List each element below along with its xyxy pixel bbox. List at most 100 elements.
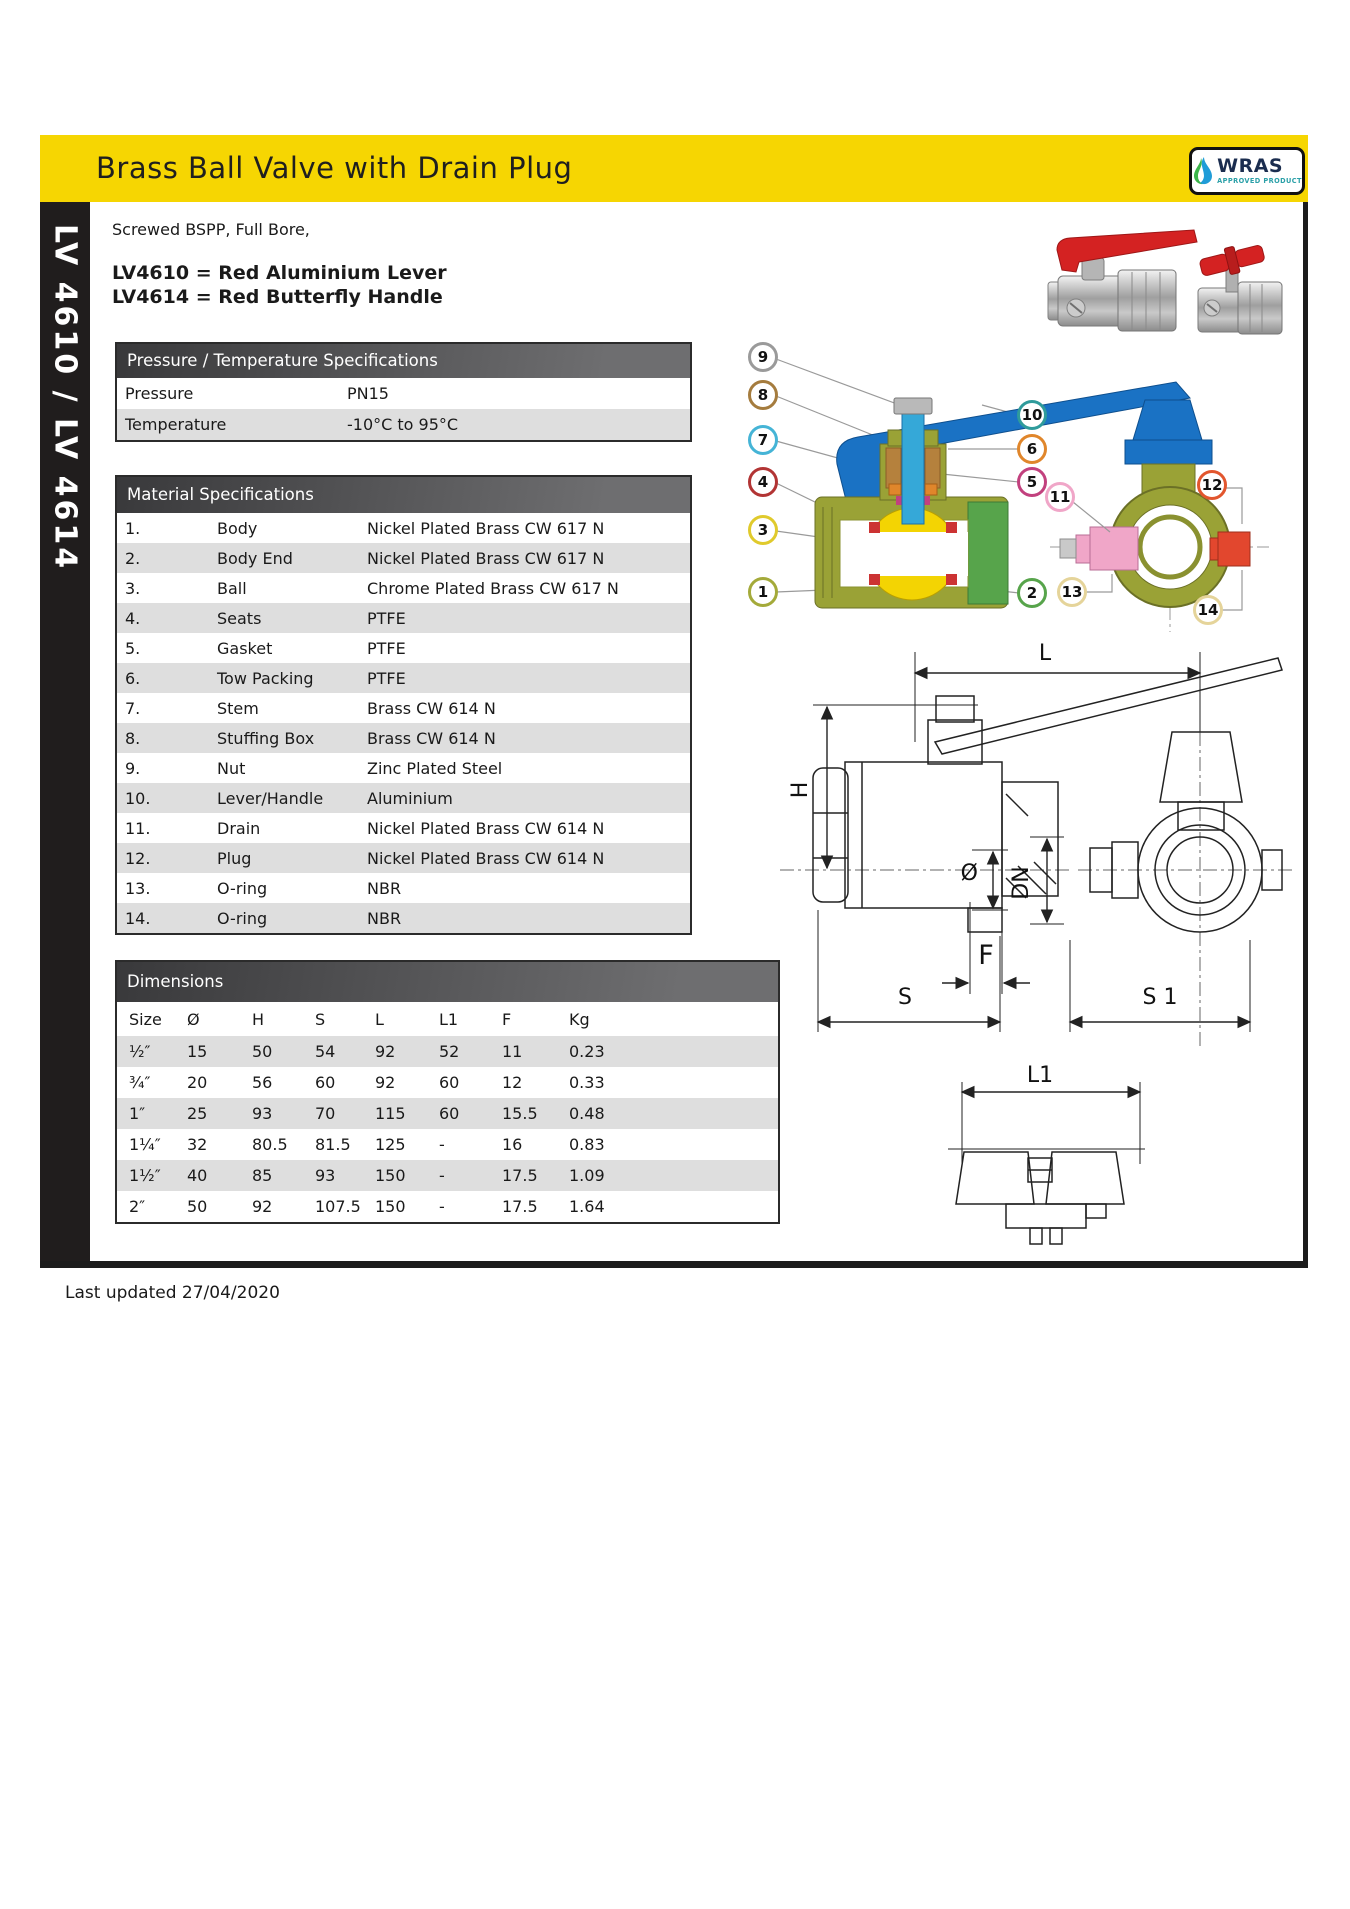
part-name: Body — [217, 518, 258, 538]
photo-butterfly-valve — [1197, 245, 1283, 335]
callout-bubbles: 1 2 3 4 5 6 7 8 9 10 11 12 13 14 — [748, 342, 1227, 625]
label-L: L — [1039, 641, 1052, 666]
plug-part — [1217, 531, 1251, 567]
dim-cell: 93 — [315, 1166, 336, 1185]
end-view-diagram — [1050, 399, 1270, 632]
cutaway-diagram — [775, 358, 1191, 609]
part-num: 14. — [125, 908, 151, 928]
part-name: Ball — [217, 578, 247, 598]
dim-cell: 1″ — [129, 1104, 146, 1123]
dim-cell: 80.5 — [252, 1135, 288, 1154]
callout-1: 1 — [758, 583, 768, 601]
dim-cell: 17.5 — [502, 1166, 538, 1185]
label-dia: Ø — [961, 861, 978, 886]
part-name: O-ring — [217, 878, 268, 898]
model-lv4610-line: LV4610 = Red Aluminium Lever — [112, 262, 447, 284]
part-material: NBR — [367, 908, 402, 928]
part-material: Chrome Plated Brass CW 617 N — [367, 578, 619, 598]
dim-cell: 1¼″ — [129, 1135, 161, 1154]
dim-cell: - — [439, 1166, 445, 1185]
dim-cell: 2″ — [129, 1197, 146, 1216]
dim-cell: 16 — [502, 1135, 523, 1154]
dim-cell: 60 — [439, 1073, 460, 1092]
dim-cell: 50 — [187, 1197, 208, 1216]
dim-cell: 52 — [439, 1042, 460, 1061]
dim-cell: 92 — [375, 1042, 396, 1061]
part-num: 11. — [125, 818, 151, 838]
wras-approval-badge: WRAS APPROVED PRODUCT — [1189, 147, 1305, 195]
dim-cell: ¾″ — [129, 1073, 151, 1092]
model-side-tab-label: LV 4610 / LV 4614 — [47, 224, 83, 572]
drain-part — [1089, 526, 1139, 571]
callout-6: 6 — [1027, 440, 1037, 458]
wras-text: WRAS APPROVED PRODUCT — [1217, 157, 1302, 185]
callout-3: 3 — [758, 521, 768, 539]
dimension-drawing — [780, 652, 1295, 1047]
callout-11: 11 — [1050, 488, 1071, 506]
col-header: L1 — [439, 1009, 459, 1029]
dimension-labels: L H Ø DN F S S 1 L1 — [788, 641, 1177, 1088]
dim-cell: 0.48 — [569, 1104, 605, 1123]
part-material: Nickel Plated Brass CW 614 N — [367, 818, 605, 838]
dim-cell: ½″ — [129, 1042, 151, 1061]
model-side-tab: LV 4610 / LV 4614 — [40, 202, 90, 1261]
part-material: PTFE — [367, 638, 406, 658]
part-material: Aluminium — [367, 788, 453, 808]
dim-cell: 81.5 — [315, 1135, 351, 1154]
dim-cell: 15 — [187, 1042, 208, 1061]
content-area: 1 2 3 4 5 6 7 8 9 10 11 12 13 14 — [90, 202, 1303, 1261]
table-row: 11. Drain Nickel Plated Brass CW 614 N — [117, 813, 690, 843]
part-material: Nickel Plated Brass CW 617 N — [367, 518, 605, 538]
dim-cell: 150 — [375, 1166, 406, 1185]
label-S: S — [898, 985, 912, 1010]
callout-7: 7 — [758, 431, 768, 449]
col-header: S — [315, 1009, 326, 1029]
part-num: 8. — [125, 728, 141, 748]
dim-cell: - — [439, 1197, 445, 1216]
col-header: Ø — [187, 1009, 200, 1029]
label-L1: L1 — [1027, 1063, 1053, 1088]
part-num: 6. — [125, 668, 141, 688]
dim-cell: 92 — [375, 1073, 396, 1092]
dim-cell: 115 — [375, 1104, 406, 1123]
part-num: 10. — [125, 788, 151, 808]
dim-cell: 12 — [502, 1073, 523, 1092]
materials-table-title: Material Specifications — [117, 477, 690, 513]
callout-4: 4 — [758, 473, 768, 491]
label-F: F — [978, 940, 994, 971]
dim-cell: 11 — [502, 1042, 523, 1061]
part-num: 5. — [125, 638, 141, 658]
pressure-temperature-table: Pressure / Temperature Specifications Pr… — [115, 342, 692, 442]
part-name: Nut — [217, 758, 246, 778]
part-material: PTFE — [367, 608, 406, 628]
part-num: 3. — [125, 578, 141, 598]
part-name: Stuffing Box — [217, 728, 315, 748]
callout-5: 5 — [1027, 473, 1037, 491]
table-row: 3. Ball Chrome Plated Brass CW 617 N — [117, 573, 690, 603]
dim-cell: 32 — [187, 1135, 208, 1154]
table-row: Temperature -10°C to 95°C — [117, 409, 690, 440]
model-lv4614-line: LV4614 = Red Butterfly Handle — [112, 286, 443, 308]
dim-cell: 25 — [187, 1104, 208, 1123]
dim-cell: 0.33 — [569, 1073, 605, 1092]
part-name: Drain — [217, 818, 261, 838]
dim-cell: 93 — [252, 1104, 273, 1123]
last-updated-note: Last updated 27/04/2020 — [65, 1283, 280, 1303]
part-material: Brass CW 614 N — [367, 698, 496, 718]
col-header: F — [502, 1009, 512, 1029]
lever-part — [836, 381, 1191, 509]
col-header: Size — [129, 1009, 162, 1029]
callout-2: 2 — [1027, 584, 1037, 602]
